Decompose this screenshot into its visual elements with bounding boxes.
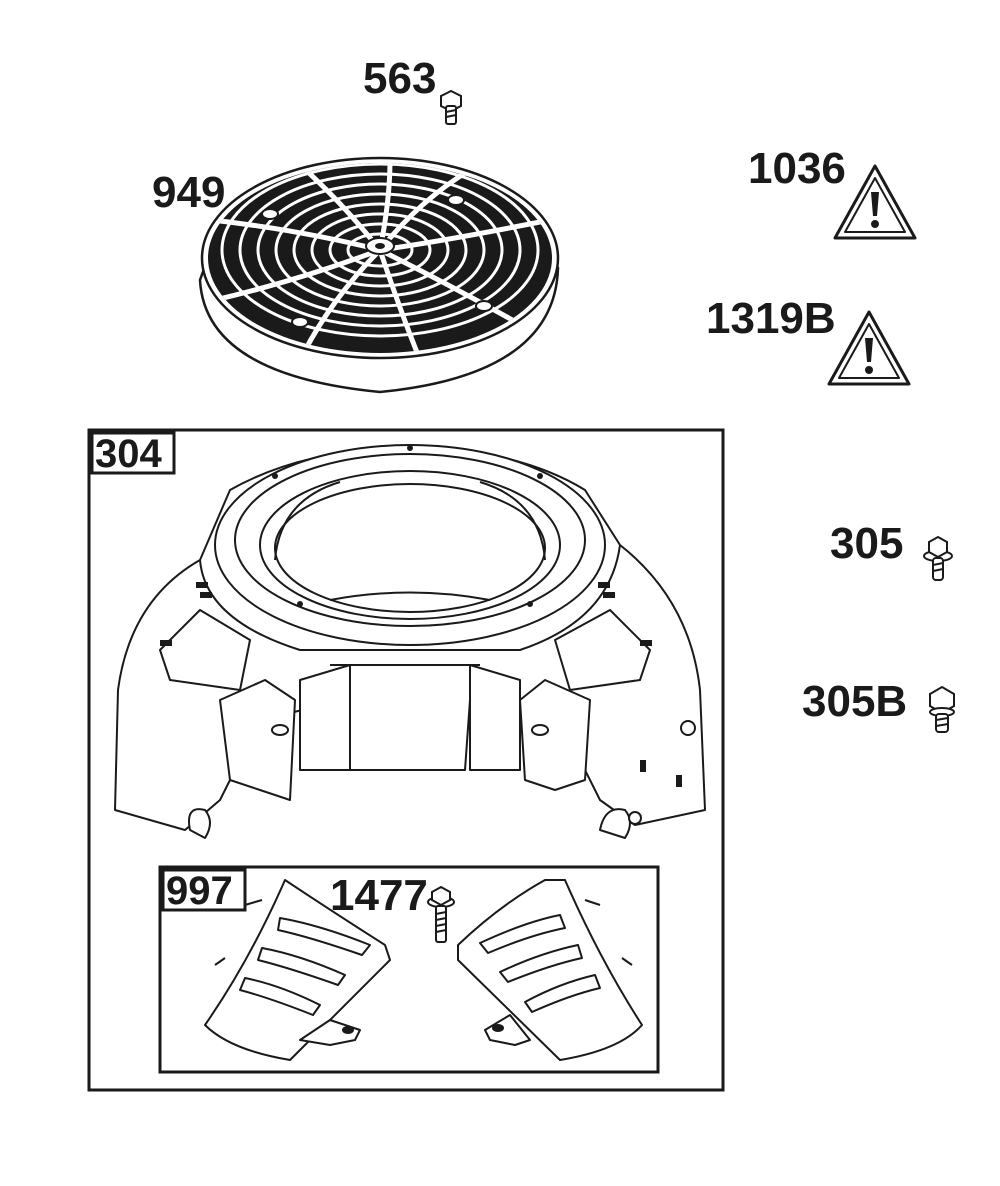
kit-tag-304: [90, 431, 176, 475]
warning-icon-1036: [833, 164, 917, 240]
part-label-949: 949: [152, 168, 225, 217]
kit-box-997: [158, 865, 660, 1074]
left-baffle-illustration: [204, 879, 391, 1061]
part-label-997: 997: [166, 869, 233, 913]
part-label-305b: 305B: [802, 677, 907, 726]
part-label-304: 304: [95, 432, 162, 476]
warning-icon-1319b: [827, 310, 911, 386]
part-label-1477: 1477: [330, 871, 428, 920]
kit-box-304: [87, 428, 725, 1092]
right-baffle-illustration: [457, 879, 643, 1061]
screw-563-illustration: [440, 89, 462, 125]
part-label-1036: 1036: [748, 144, 846, 193]
part-label-563: 563: [363, 54, 436, 103]
rotating-screen-949-illustration: [198, 156, 560, 394]
part-label-1319b: 1319B: [706, 294, 836, 343]
screw-1477-illustration: [427, 885, 455, 943]
part-label-305: 305: [830, 519, 903, 568]
blower-housing-304-illustration: [114, 444, 706, 839]
screw-305-illustration: [923, 535, 953, 581]
screw-305b-illustration: [929, 685, 955, 733]
kit-tag-997: [161, 868, 247, 912]
